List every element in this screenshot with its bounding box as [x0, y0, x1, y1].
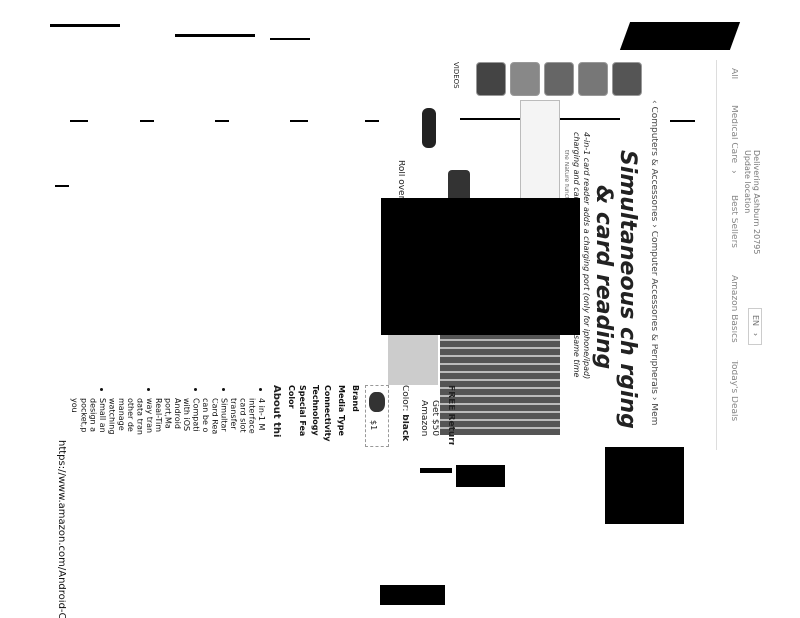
about-bullet-line: watching [107, 398, 116, 435]
about-bullet-line: with iOS [182, 398, 191, 432]
about-bullet-line: interface [247, 398, 256, 434]
color-label: Color: [400, 385, 409, 412]
scribble-mark [175, 34, 255, 37]
redaction-box [380, 585, 445, 605]
bullet-icon [221, 388, 225, 391]
color-selection: Color: black [400, 385, 409, 445]
spec-label-media-type: Media Type [337, 385, 345, 436]
about-bullet-line: Android [172, 398, 181, 429]
cable-plug-image [422, 108, 436, 148]
delivery-location[interactable]: Delivering Ashburn 20795 [752, 150, 760, 255]
roll-over-hint: Roll over [396, 160, 405, 200]
bullet-icon [100, 388, 104, 391]
redaction-scribble [619, 22, 741, 50]
promo-text: Get $50 [430, 400, 439, 437]
thumbnail-image[interactable] [510, 62, 540, 96]
spec-label-brand: Brand [351, 385, 359, 412]
about-bullet-line: transfer [228, 398, 237, 430]
nav-best-sellers[interactable]: Best Sellers [729, 195, 738, 248]
nav-medical-care[interactable]: Medical Care ⌄ [729, 105, 738, 177]
scribble-mark [270, 38, 310, 40]
about-bullet-line: pocket,p [79, 398, 88, 433]
color-value: black [400, 414, 409, 442]
spec-label-connectivity: Connectivity [323, 385, 331, 442]
about-bullet-line: 4 in-1 M [257, 398, 265, 431]
banner-subtitle: & card reading [592, 185, 614, 370]
scribble-mark [140, 120, 154, 122]
thumbnail-image[interactable] [544, 62, 574, 96]
update-location-link[interactable]: Update location [743, 150, 751, 214]
scribble-mark [50, 24, 120, 27]
swatch-price: $1 [369, 420, 377, 431]
about-bullet-line: Card Rea [210, 398, 219, 435]
about-bullet-line: other de [126, 398, 135, 432]
free-returns-link[interactable]: FREE Returns [446, 385, 455, 445]
banner-description: 4-in-1 card reader adds a charging port … [582, 132, 590, 380]
about-bullet-line: data tran [135, 398, 144, 435]
redaction-box [420, 468, 452, 473]
thumbnail-image[interactable] [612, 62, 642, 96]
divider [716, 60, 717, 450]
hand-image [388, 335, 438, 385]
nav-todays-deals[interactable]: Today's Deals [729, 360, 738, 422]
about-bullet-line: card slot [238, 398, 247, 433]
thumbnail-image[interactable] [578, 62, 608, 96]
about-bullet-line: Small an [98, 398, 107, 433]
about-bullet-line: port,Ma [163, 398, 172, 429]
banner-title: Simultaneous ch rging [616, 150, 638, 429]
redaction-box [456, 465, 505, 487]
spec-label-technology: Technology [311, 385, 319, 436]
redaction-box [381, 198, 580, 335]
about-bullet-line: can be o [200, 398, 209, 433]
promo-text: Amazon [419, 400, 428, 437]
bullet-icon [146, 388, 150, 391]
scribble-mark [70, 120, 88, 122]
scribble-mark [215, 120, 229, 122]
about-bullet-line: design a [88, 398, 97, 432]
scribble-mark [365, 120, 379, 122]
redaction-box [605, 447, 684, 524]
about-heading: About thi [271, 385, 281, 438]
bullet-icon [259, 388, 262, 391]
card-reader-diagram [520, 100, 560, 202]
bullet-icon [193, 388, 197, 391]
scribble-mark [290, 120, 308, 122]
nav-amazon-basics[interactable]: Amazon Basics [729, 275, 738, 343]
about-bullet-line: manage [116, 398, 125, 431]
videos-label[interactable]: VIDEOS [452, 62, 459, 89]
nav-all[interactable]: All [729, 68, 738, 80]
scribble-mark [670, 120, 695, 122]
spec-label-special-feature: Special Fea [298, 385, 306, 437]
breadcrumb[interactable]: ‹ Computers & Accessories › Computer Acc… [649, 100, 658, 426]
scribble-mark [55, 185, 69, 187]
about-bullet-line: you [70, 398, 78, 413]
thumbnail-image[interactable] [476, 62, 506, 96]
language-selector[interactable]: EN ⌄ [748, 308, 762, 345]
about-bullet-line: way tran [144, 398, 153, 434]
about-bullet-line: Simultar [219, 398, 228, 432]
color-swatch[interactable]: $1 [365, 385, 389, 447]
spec-label-color: Color [287, 385, 295, 409]
page-url: https://www.amazon.com/Android-Computer-… [56, 440, 66, 618]
about-bullet-line: Real-Tim [154, 398, 163, 433]
swatch-image [369, 392, 385, 412]
about-bullet-line: Compati [191, 398, 200, 432]
keyboard-image [440, 335, 560, 435]
